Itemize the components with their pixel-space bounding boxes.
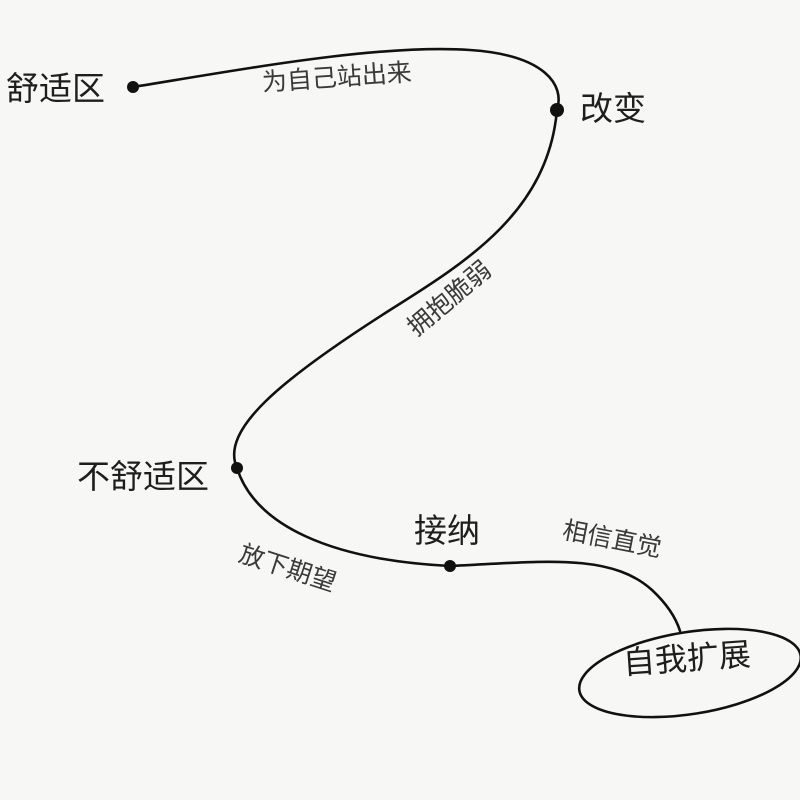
node-dot-accept [444,560,456,572]
winding-path [131,47,682,633]
node-label-accept: 接纳 [414,511,480,550]
self-expansion-outline [577,627,800,719]
node-dot-discomfort-zone [231,462,243,474]
node-label-self-expansion: 自我扩展 [621,635,753,682]
node-dot-comfort-zone [127,81,139,93]
node-dot-change [550,103,564,117]
node-label-comfort-zone: 舒适区 [6,69,105,108]
node-label-change: 改变 [580,89,646,128]
node-label-discomfort-zone: 不舒适区 [77,457,209,496]
